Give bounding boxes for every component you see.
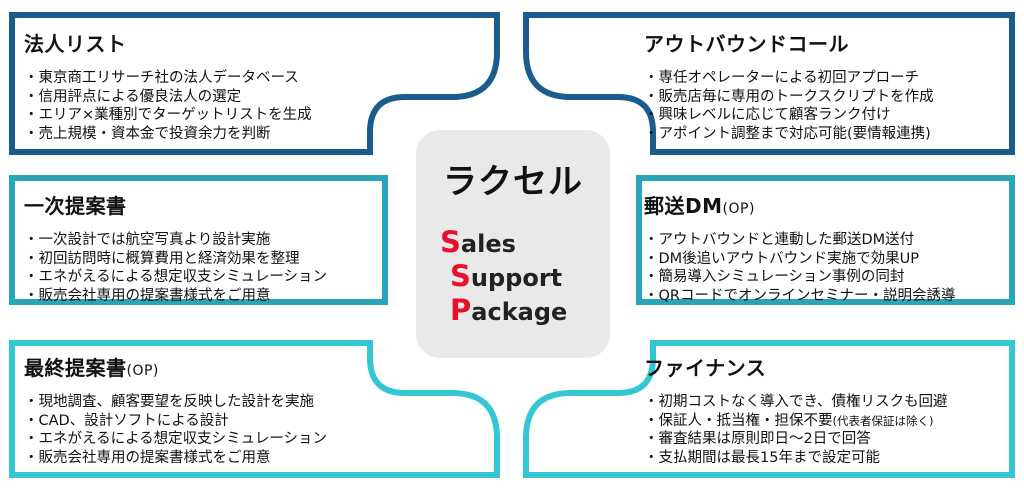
option-tag: (OP): [126, 363, 159, 379]
list-item: 信用評点による優良法人の選定: [24, 88, 312, 107]
ssp-line-support: Support: [440, 260, 567, 294]
list-item: CAD、設計ソフトによる設計: [24, 412, 327, 431]
panel-title: アウトバウンドコール: [644, 32, 849, 56]
list-item: 初回訪問時に概算費用と経済効果を整理: [24, 250, 327, 269]
bullet-list: 一次設計では航空写真より設計実施 初回訪問時に概算費用と経済効果を整理 エネがえ…: [24, 231, 328, 306]
list-item: 初期コストなく導入でき、債権リスクも回避: [644, 393, 948, 412]
panel-title-text: 郵送DM: [644, 194, 723, 218]
word-rest-sales: ales: [460, 230, 516, 258]
initial-p: P: [450, 293, 472, 327]
frame-dm: [636, 175, 1015, 305]
bullet-list: アウトバウンドと連動した郵送DM送付 DM後追いアウトバウンド実施で効果UP 簡…: [644, 231, 956, 305]
panel-title-text: 最終提案書: [24, 356, 127, 380]
list-item: エネがえるによる想定収支シミュレーション: [24, 430, 328, 449]
panel-title: 法人リスト: [24, 32, 127, 56]
panel-finance: ファイナンス 初期コストなく導入でき、債権リスクも回避 保証人・抵当権・担保不要…: [644, 352, 947, 467]
panel-corporate-list: 法人リスト 東京商工リサーチ社の法人データベース 信用評点による優良法人の選定 …: [24, 28, 312, 143]
word-rest-package: ackage: [471, 298, 568, 326]
frame-final-proposal: [9, 340, 500, 478]
option-tag: (OP): [722, 201, 755, 217]
initial-s1: S: [440, 225, 461, 259]
panel-title: 最終提案書(OP): [24, 352, 327, 381]
bullet-list: 現地調査、顧客要望を反映した設計を実施 CAD、設計ソフトによる設計 エネがえる…: [24, 393, 328, 468]
list-item: エリア×業種別でターゲットリストを生成: [24, 106, 312, 125]
list-item: アウトバウンドと連動した郵送DM送付: [644, 231, 956, 250]
center-badge: ラクセル Sales Support Package: [416, 130, 610, 358]
panel-outbound-call: アウトバウンドコール 専任オペレーターによる初回アプローチ 販売店毎に専用のトー…: [644, 28, 934, 143]
list-item-note: (代表者保証は除く): [832, 413, 934, 428]
list-item: 簡易導入シミュレーション事例の同封: [644, 268, 956, 287]
panel-title: 郵送DM(OP): [644, 190, 956, 219]
list-item: 販売会社専用の提案書様式をご用意: [24, 287, 327, 306]
list-item: 保証人・抵当権・担保不要(代表者保証は除く): [644, 412, 947, 431]
list-item: 売上規模・資本金で投資余力を判断: [24, 125, 312, 144]
list-item: 販売会社専用の提案書様式をご用意: [24, 449, 327, 468]
frame-first-proposal: [9, 175, 388, 305]
panel-final-proposal: 最終提案書(OP) 現地調査、顧客要望を反映した設計を実施 CAD、設計ソフトに…: [24, 352, 327, 467]
panel-title: 一次提案書: [24, 194, 127, 218]
list-item-text: 保証人・抵当権・担保不要: [658, 412, 833, 429]
panel-title: ファイナンス: [644, 356, 767, 380]
list-item: エネがえるによる想定収支シミュレーション: [24, 268, 328, 287]
list-item: 審査結果は原則即日～2日で回答: [644, 430, 947, 449]
list-item: 現地調査、顧客要望を反映した設計を実施: [24, 393, 327, 412]
list-item: 興味レベルに応じて顧客ランク付け: [644, 106, 934, 125]
brand-name: ラクセル: [443, 162, 583, 202]
ssp-line-package: Package: [440, 294, 567, 328]
list-item: 東京商工リサーチ社の法人データベース: [24, 69, 312, 88]
list-item: 販売店毎に専用のトークスクリプトを作成: [644, 88, 934, 107]
list-item: DM後追いアウトバウンド実施で効果UP: [644, 250, 956, 269]
ssp-wordmark: Sales Support Package: [440, 226, 567, 328]
initial-s2: S: [450, 259, 471, 293]
bullet-list: 東京商工リサーチ社の法人データベース 信用評点による優良法人の選定 エリア×業種…: [24, 69, 312, 143]
bullet-list: 初期コストなく導入でき、債権リスクも回避 保証人・抵当権・担保不要(代表者保証は…: [644, 393, 948, 468]
panel-mail-dm: 郵送DM(OP) アウトバウンドと連動した郵送DM送付 DM後追いアウトバウンド…: [644, 190, 956, 305]
list-item: QRコードでオンラインセミナー・説明会誘導: [644, 287, 956, 306]
panel-first-proposal: 一次提案書 一次設計では航空写真より設計実施 初回訪問時に概算費用と経済効果を整…: [24, 190, 327, 305]
bullet-list: 専任オペレーターによる初回アプローチ 販売店毎に専用のトークスクリプトを作成 興…: [644, 69, 934, 143]
list-item: 一次設計では航空写真より設計実施: [24, 231, 327, 250]
list-item: アポイント調整まで対応可能(要情報連携): [644, 125, 934, 144]
list-item: 支払期間は最長15年まで設定可能: [644, 449, 947, 468]
ssp-line-sales: Sales: [440, 226, 567, 260]
frame-finance: [523, 340, 1015, 478]
word-rest-support: upport: [470, 264, 563, 292]
list-item: 専任オペレーターによる初回アプローチ: [644, 69, 934, 88]
frame-list: [9, 12, 500, 155]
